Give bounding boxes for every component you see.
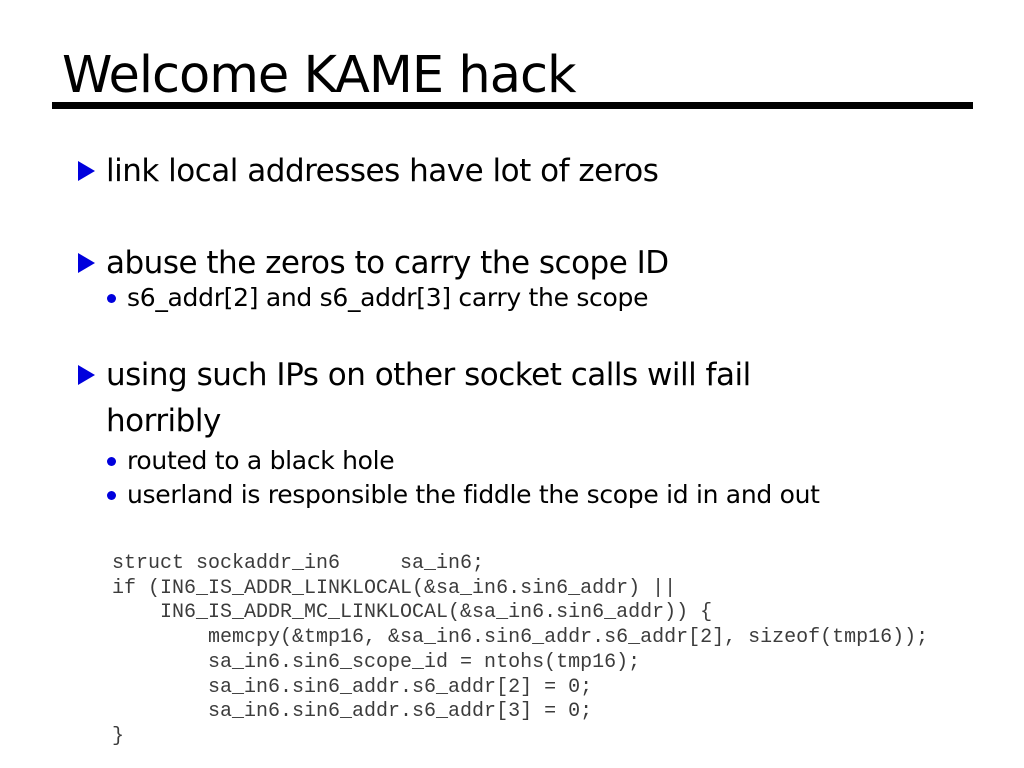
bullet-text: using such IPs on other socket calls wil… — [106, 357, 751, 439]
sub-bullet-text: userland is responsible the fiddle the s… — [127, 480, 820, 509]
dot-bullet-icon — [107, 457, 116, 466]
bullet-text: link local addresses have lot of zeros — [106, 153, 659, 189]
dot-bullet-icon — [107, 294, 116, 303]
triangle-bullet-icon — [78, 161, 95, 181]
bullet-item: link local addresses have lot of zeros — [78, 148, 818, 194]
sub-bullet-item: s6_addr[2] and s6_addr[3] carry the scop… — [78, 281, 918, 315]
sub-bullet-item: userland is responsible the fiddle the s… — [78, 478, 918, 512]
title-underline — [52, 102, 973, 109]
triangle-bullet-icon — [78, 365, 95, 385]
sub-bullet-text: routed to a black hole — [127, 446, 395, 475]
sub-bullet-text: s6_addr[2] and s6_addr[3] carry the scop… — [127, 283, 649, 312]
bullet-item: abuse the zeros to carry the scope ID — [78, 240, 818, 286]
dot-bullet-icon — [107, 491, 116, 500]
bullet-text: abuse the zeros to carry the scope ID — [106, 245, 669, 281]
code-block: struct sockaddr_in6 sa_in6; if (IN6_IS_A… — [112, 552, 929, 748]
sub-bullet-item: routed to a black hole — [78, 444, 918, 478]
slide-title: Welcome KAME hack — [62, 46, 577, 105]
bullet-item: using such IPs on other socket calls wil… — [78, 352, 818, 444]
triangle-bullet-icon — [78, 253, 95, 273]
